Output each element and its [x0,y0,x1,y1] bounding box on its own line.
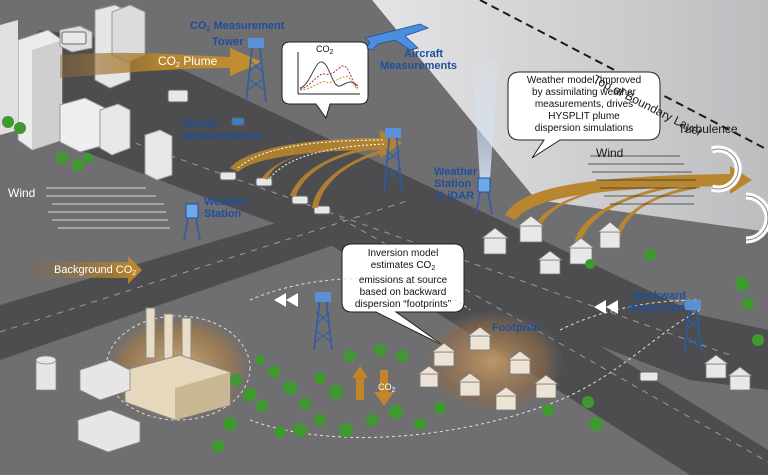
weather-station-lidar [472,60,498,215]
mid-co2-tower [383,128,403,193]
backward-arrow-right [594,300,618,314]
cars [61,31,659,382]
aircraft-label: Aircraft Measurements [380,48,458,72]
industrial-left [35,355,141,453]
factory-tower [313,292,333,351]
co2-ground-label: CO2 [378,382,396,394]
co2-plume-label: CO2 Plume [158,54,218,69]
mobile-measurements-label: Mobile Measurements [184,118,262,142]
co2-plume-arrow [60,48,262,78]
turbulence-label: Turbulence [678,122,738,136]
mobile-path-2 [269,143,387,179]
backward-arrow-left [274,293,298,307]
weather-station-lidar-label: Weather Station +LiDAR [434,166,478,202]
right-plume [505,166,752,244]
co2-tower-label: CO2 Measurement Tower [190,20,285,48]
factory [124,307,231,421]
co2-measurement-tower [245,38,267,103]
footprint-houses [416,326,560,411]
footprint-label: Footprint [492,322,541,334]
background-co2-label: Background CO2 [54,264,137,277]
background-co2-arrow [30,256,142,284]
wind-label-left: Wind [8,186,36,200]
co2-timeseries-inset [281,41,369,120]
aircraft-icon [364,23,430,51]
co2-flux-arrows [352,366,394,406]
city-buildings [0,4,173,181]
inversion-model-bubble [341,243,465,347]
houses-right [702,354,754,391]
wind-label-right: Wind [596,146,624,160]
trees [2,116,764,452]
inset-co2-label: CO2 [316,44,334,56]
mobile-measurement-arcs [230,130,402,208]
backward-dispersion-paths [249,278,701,438]
turbulence-loops-outline [711,148,768,241]
inversion-model-bubble-text: Inversion model estimates CO2 emissions … [354,248,452,310]
weather-model-bubble [507,71,661,159]
wind-arrows-left [46,187,170,229]
wind-arrows-right [588,155,696,205]
weather-station-label: Weather Station [204,196,248,220]
weather-station-left [183,203,201,241]
right-tower [683,300,703,355]
weather-model-bubble-text: Weather model, improved by assimilating … [526,75,642,134]
houses-upper-right [480,215,624,275]
footprint-glow [420,310,564,414]
backward-dispersion-label: Backward Dispersion [628,290,686,314]
factory-outline [105,315,251,421]
